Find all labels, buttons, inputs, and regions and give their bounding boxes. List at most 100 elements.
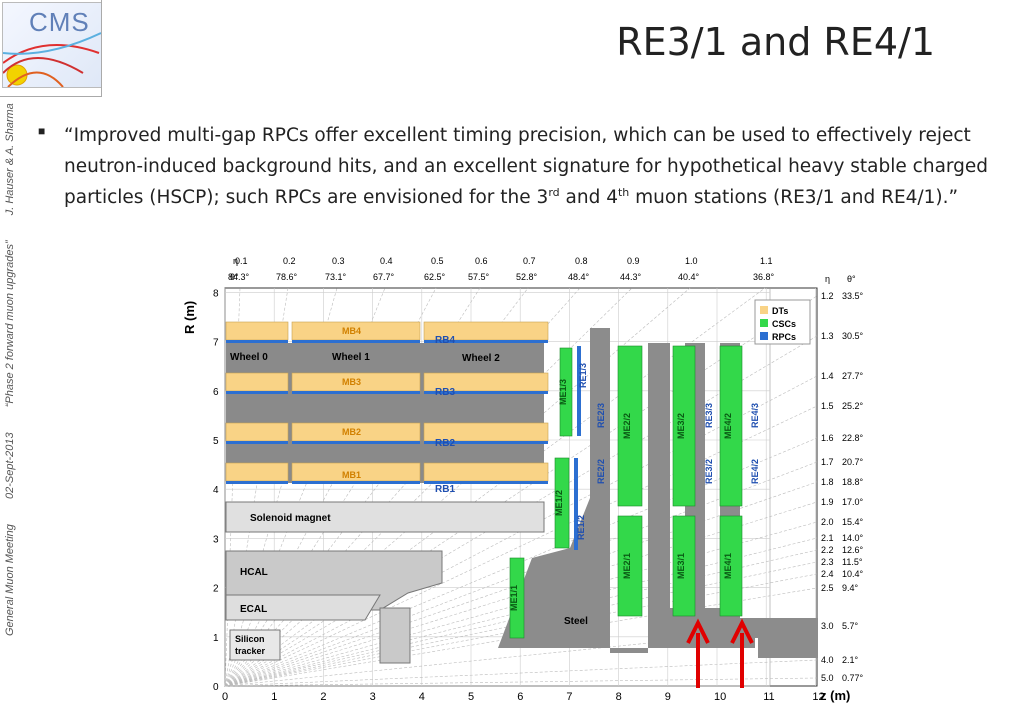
dt-chamber [225,422,289,442]
top-eta-theta-labels: 0.184.3°0.278.6°0.373.1°0.467.7°0.562.5°… [228,256,775,282]
right-eta-value: 3.0 [821,621,834,631]
endcap-calorimeter [379,607,411,664]
wheel-2-label: Wheel 2 [462,353,500,364]
dt-chamber [225,321,289,341]
y-tick-label: 8 [213,288,219,299]
right-eta-value: 1.4 [821,371,834,381]
x-tick-label: 3 [370,691,376,703]
endcap-label: ME4/2 [723,413,733,439]
right-theta-value: 2.1° [842,655,859,665]
right-eta-value: 2.2 [821,545,834,555]
right-eta-value: 2.5 [821,583,834,593]
eta-line [224,659,818,687]
rb-label: RB2 [435,438,455,449]
x-tick-label: 4 [419,691,425,703]
top-theta-value: 73.1° [325,272,347,282]
cms-logo-graphic [2,32,102,88]
right-eta-value: 1.3 [821,331,834,341]
endcap-chamber [672,345,696,507]
endcap-steel [498,328,770,653]
meeting-name: General Muon Meeting [4,524,16,636]
talk-title: “Phase 2 forward muon upgrades” [4,240,16,408]
top-eta-value: 0.9 [627,256,640,266]
re-label: RE1/3 [578,363,588,388]
top-eta-value: 0.2 [283,256,296,266]
dt-chamber [225,372,289,392]
rpc-strip [574,458,578,550]
top-theta-value: 57.5° [468,272,490,282]
top-theta-value: 40.4° [678,272,700,282]
right-theta-value: 27.7° [842,371,864,381]
x-tick-label: 2 [320,691,326,703]
endcap-label: ME4/1 [723,553,733,579]
dt-chamber [423,462,549,482]
endcap-chamber [719,345,743,507]
quote-part-2: muon stations (RE3/1 and RE4/1).” [629,187,959,208]
theta-header: θ° [230,272,239,282]
top-theta-value: 44.3° [620,272,642,282]
eta-line [224,481,818,687]
right-theta-value: 14.0° [842,533,864,543]
top-theta-value: 52.8° [516,272,538,282]
right-theta-value: 10.4° [842,569,864,579]
barrel-steel [226,343,544,483]
top-eta-value: 0.5 [431,256,444,266]
rb-strip [292,391,420,394]
quote-paragraph: “Improved multi-gap RPCs offer excellent… [64,120,1000,213]
right-eta-value: 4.0 [821,655,834,665]
legend-label: RPCs [772,332,796,342]
y-tick-label: 4 [213,485,219,496]
quote-part-1: “Improved multi-gap RPCs offer excellent… [64,125,989,208]
silicon-tracker-block [229,629,281,661]
top-eta-value: 0.8 [575,256,588,266]
rb-strip [424,340,548,343]
right-theta-value: 15.4° [842,517,864,527]
right-theta-value: 20.7° [842,457,864,467]
mb-label: MB3 [342,377,361,387]
right-eta-header: η [825,274,830,284]
right-theta-value: 25.2° [842,401,864,411]
right-eta-value: 2.3 [821,557,834,567]
re-label: RE3/2 [704,459,714,484]
legend-swatch [760,306,768,314]
top-theta-value: 67.7° [373,272,395,282]
y-tick-label: 1 [213,633,219,644]
right-theta-value: 33.5° [842,291,864,301]
sidebar-footer: General Muon Meeting 02-Sept-2013 “Phase… [4,103,16,636]
x-tick-label: 6 [517,691,523,703]
endcap-chambers: ME1/3RE1/3ME1/2RE1/2ME1/1RE2/3RE2/2ME2/2… [509,345,760,639]
slide-title: RE3/1 and RE4/1 [616,20,935,64]
arrow-re31-head [686,618,710,644]
wheel-1-label: Wheel 1 [332,352,370,363]
eta-line [224,287,481,687]
rb-label: RB4 [435,335,455,346]
eta-header: η [233,256,238,266]
right-theta-header: θ° [847,274,856,284]
y-tick-label: 0 [213,682,219,693]
top-eta-value: 1.1 [760,256,773,266]
mb-label: MB4 [342,326,361,336]
eta-line [224,677,818,687]
tracker-label: tracker [235,646,266,656]
solenoid-label: Solenoid magnet [250,513,331,524]
cms-quadrant-diagram: η θ° 0.184.3°0.278.6°0.373.1°0.467.7°0.5… [182,256,864,703]
x-tick-label: 1 [271,691,277,703]
sup-rd: rd [548,185,560,199]
eta-line [224,287,581,687]
x-tick-label: 12 [812,691,824,703]
endcap-chamber [672,515,696,617]
legend-label: DTs [772,306,788,316]
re-label: RE3/3 [704,403,714,428]
legend-label: CSCs [772,319,796,329]
quote-mid: and 4 [559,187,618,208]
eta-line [224,287,338,687]
endcap-label: ME2/2 [622,413,632,439]
legend-swatch [760,332,768,340]
endcap-label: ME2/1 [622,553,632,579]
top-theta-value: 84.3° [228,272,250,282]
rb-strip [226,391,288,394]
